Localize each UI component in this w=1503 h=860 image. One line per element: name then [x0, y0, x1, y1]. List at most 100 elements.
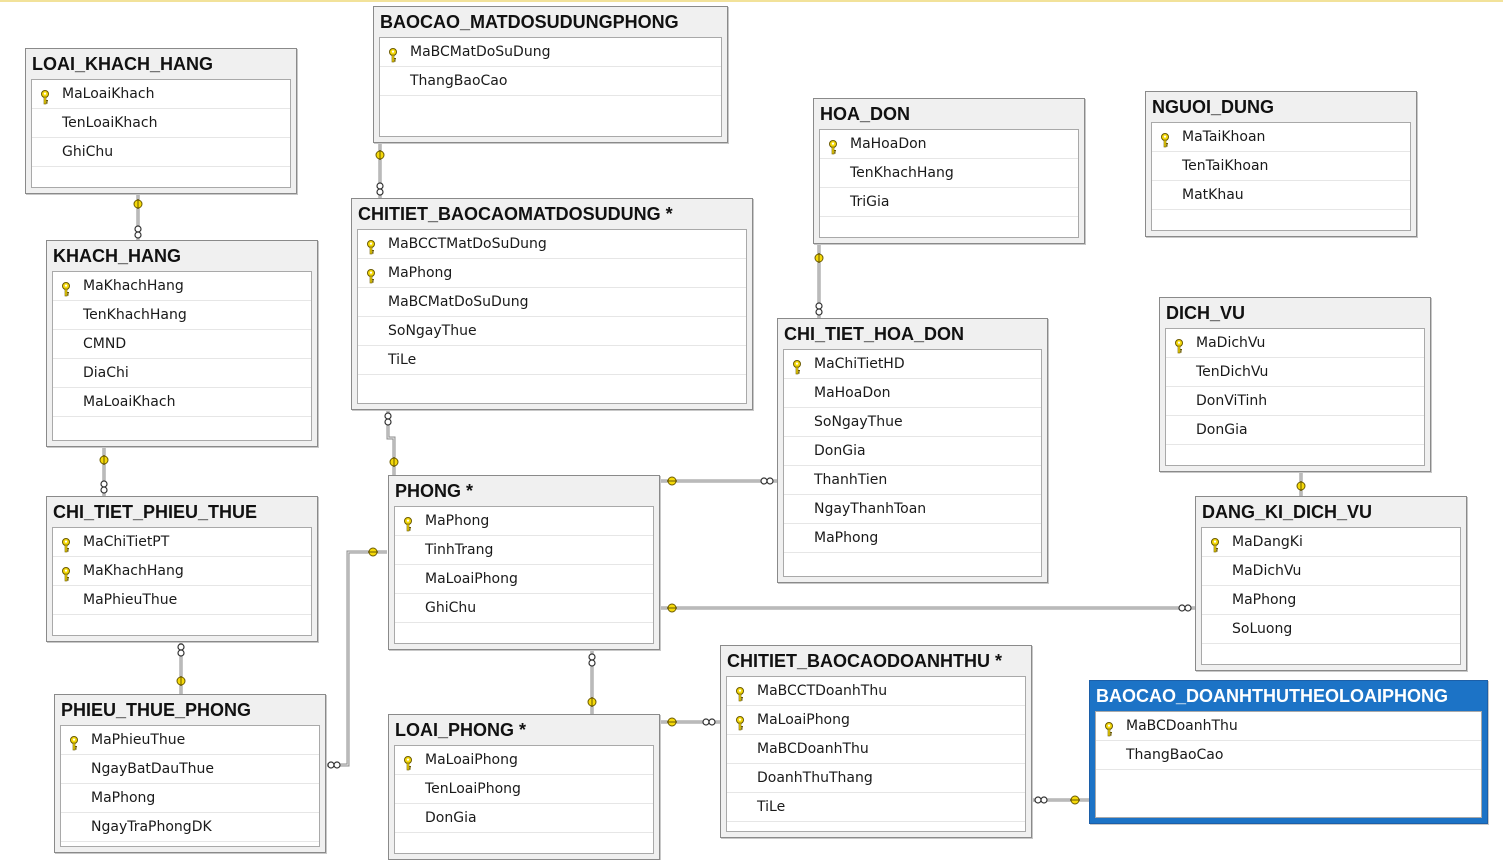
- column-row[interactable]: DonGia: [1166, 416, 1424, 445]
- column-row[interactable]: MatKhau: [1152, 181, 1410, 210]
- column-row[interactable]: MaChiTietPT: [53, 528, 311, 557]
- column-name: MaBCCTDoanhThu: [757, 683, 888, 699]
- column-row[interactable]: MaLoaiKhach: [32, 80, 290, 109]
- column-row[interactable]: DonViTinh: [1166, 387, 1424, 416]
- column-row[interactable]: MaDangKi: [1202, 528, 1460, 557]
- column-row[interactable]: NgayTraPhongDK: [61, 813, 319, 842]
- column-row[interactable]: CMND: [53, 330, 311, 359]
- column-row[interactable]: DonGia: [784, 437, 1041, 466]
- column-name: MaHoaDon: [850, 136, 927, 152]
- column-row[interactable]: MaKhachHang: [53, 557, 311, 586]
- column-name: MaLoaiKhach: [62, 86, 155, 102]
- column-name: MaLoaiPhong: [425, 571, 518, 587]
- table-baocao-doanhthutheoloaiphong[interactable]: BAOCAO_DOANHTHUTHEOLOAIPHONG MaBCDoanhTh…: [1089, 680, 1488, 824]
- column-row[interactable]: TenLoaiKhach: [32, 109, 290, 138]
- column-row[interactable]: MaChiTietHD: [784, 350, 1041, 379]
- column-row[interactable]: MaDichVu: [1166, 329, 1424, 358]
- column-row[interactable]: MaBCDoanhThu: [1096, 712, 1481, 741]
- column-row[interactable]: TenKhachHang: [820, 159, 1078, 188]
- table-title: PHONG *: [395, 481, 474, 501]
- column-row[interactable]: ThangBaoCao: [1096, 741, 1481, 770]
- column-row[interactable]: DoanhThuThang: [727, 764, 1025, 793]
- key-end-icon: [587, 697, 597, 707]
- column-row[interactable]: MaBCMatDoSuDung: [380, 38, 721, 67]
- column-row[interactable]: GhiChu: [32, 138, 290, 167]
- column-row[interactable]: MaBCCTDoanhThu: [727, 677, 1025, 706]
- column-row[interactable]: MaPhieuThue: [61, 726, 319, 755]
- column-row[interactable]: TiLe: [727, 793, 1025, 822]
- column-name: DoanhThuThang: [757, 770, 873, 786]
- column-row[interactable]: ThanhTien: [784, 466, 1041, 495]
- column-name: MaBCDoanhThu: [1126, 718, 1238, 734]
- column-name: MaPhong: [388, 265, 453, 281]
- column-row[interactable]: MaPhong: [358, 259, 746, 288]
- column-name: MaTaiKhoan: [1182, 129, 1266, 145]
- column-row[interactable]: SoNgayThue: [784, 408, 1041, 437]
- column-row[interactable]: MaLoaiKhach: [53, 388, 311, 417]
- column-row[interactable]: NgayThanhToan: [784, 495, 1041, 524]
- column-name: MaPhong: [814, 530, 879, 546]
- column-row[interactable]: TiLe: [358, 346, 746, 375]
- primary-key-icon: [792, 357, 802, 375]
- primary-key-icon: [1174, 336, 1184, 354]
- column-row[interactable]: MaHoaDon: [784, 379, 1041, 408]
- column-row[interactable]: MaPhong: [1202, 586, 1460, 615]
- column-row[interactable]: MaBCCTMatDoSuDung: [358, 230, 746, 259]
- column-row[interactable]: TinhTrang: [395, 536, 653, 565]
- column-row[interactable]: SoLuong: [1202, 615, 1460, 644]
- key-end-icon: [368, 547, 378, 557]
- column-row[interactable]: TenKhachHang: [53, 301, 311, 330]
- column-row[interactable]: SoNgayThue: [358, 317, 746, 346]
- column-name: MaLoaiKhach: [83, 394, 176, 410]
- column-row[interactable]: TenLoaiPhong: [395, 775, 653, 804]
- column-row[interactable]: TenTaiKhoan: [1152, 152, 1410, 181]
- column-row[interactable]: MaHoaDon: [820, 130, 1078, 159]
- column-row[interactable]: NgayBatDauThue: [61, 755, 319, 784]
- column-row[interactable]: DiaChi: [53, 359, 311, 388]
- column-row[interactable]: MaLoaiPhong: [395, 746, 653, 775]
- column-row[interactable]: MaDichVu: [1202, 557, 1460, 586]
- column-row[interactable]: MaLoaiPhong: [395, 565, 653, 594]
- column-name: MaKhachHang: [83, 563, 184, 579]
- column-row[interactable]: MaPhong: [784, 524, 1041, 553]
- column-row[interactable]: MaBCMatDoSuDung: [358, 288, 746, 317]
- column-row[interactable]: MaTaiKhoan: [1152, 123, 1410, 152]
- column-name: MaPhieuThue: [91, 732, 186, 748]
- column-row[interactable]: MaLoaiPhong: [727, 706, 1025, 735]
- column-row[interactable]: MaPhong: [61, 784, 319, 813]
- column-row[interactable]: MaPhieuThue: [53, 586, 311, 615]
- column-row[interactable]: TenDichVu: [1166, 358, 1424, 387]
- primary-key-icon: [1160, 130, 1170, 148]
- column-row[interactable]: MaBCDoanhThu: [727, 735, 1025, 764]
- column-row[interactable]: ThangBaoCao: [380, 67, 721, 96]
- key-end-icon: [375, 150, 385, 160]
- column-row[interactable]: GhiChu: [395, 594, 653, 623]
- key-end-icon: [176, 676, 186, 686]
- column-name: MaBCMatDoSuDung: [388, 294, 529, 310]
- column-row[interactable]: MaPhong: [395, 507, 653, 536]
- many-end-icon: [384, 412, 392, 426]
- table-title: CHITIET_BAOCAODOANHTHU *: [727, 651, 1003, 671]
- table-chitiet-baocaomatdosudung[interactable]: CHITIET_BAOCAOMATDOSUDUNG * MaBCCTMatDoS…: [351, 198, 753, 410]
- column-row[interactable]: MaKhachHang: [53, 272, 311, 301]
- column-row[interactable]: TriGia: [820, 188, 1078, 217]
- column-name: TenTaiKhoan: [1182, 158, 1269, 174]
- column-row[interactable]: DonGia: [395, 804, 653, 833]
